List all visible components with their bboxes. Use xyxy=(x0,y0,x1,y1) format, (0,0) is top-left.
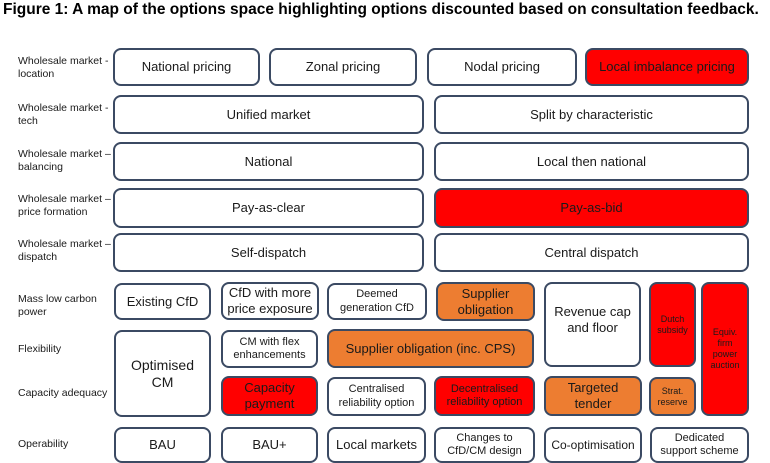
option-dutch-subsidy: Dutch subsidy xyxy=(649,282,696,367)
option-local-markets: Local markets xyxy=(327,427,426,463)
option-split-by-characteristic: Split by characteristic xyxy=(434,95,749,134)
row-label-dispatch: Wholesale market – dispatch xyxy=(18,238,111,263)
option-unified-market: Unified market xyxy=(113,95,424,134)
option-decentralised-reliability-option: Decentralised reliability option xyxy=(434,376,535,416)
option-centralised-reliability-option: Centralised reliability option xyxy=(327,377,426,416)
option-dedicated-support-scheme: Dedicated support scheme xyxy=(650,427,749,463)
option-targeted-tender: Targeted tender xyxy=(544,376,642,416)
option-existing-cfd: Existing CfD xyxy=(114,283,211,320)
figure-title: Figure 1: A map of the options space hig… xyxy=(3,1,759,18)
option-capacity-payment: Capacity payment xyxy=(221,376,318,416)
option-local-imbalance-pricing: Local imbalance pricing xyxy=(585,48,749,86)
row-label-flexibility: Flexibility xyxy=(18,343,62,355)
option-zonal-pricing: Zonal pricing xyxy=(269,48,417,86)
row-label-price-formation: Wholesale market – price formation xyxy=(18,193,111,218)
row-label-operability: Operability xyxy=(18,438,69,450)
option-pay-as-bid: Pay-as-bid xyxy=(434,188,749,228)
row-label-tech: Wholesale market - tech xyxy=(18,102,109,127)
option-local-then-national: Local then national xyxy=(434,142,749,181)
row-label-location: Wholesale market - location xyxy=(18,55,109,80)
option-strat-reserve: Strat. reserve xyxy=(649,377,696,416)
option-equiv-firm-power-auction: Equiv. firm power auction xyxy=(701,282,749,416)
option-supplier-obligation-cps: Supplier obligation (inc. CPS) xyxy=(327,329,534,368)
option-changes-cfd-cm-design: Changes to CfD/CM design xyxy=(434,427,535,463)
option-self-dispatch: Self-dispatch xyxy=(113,233,424,272)
row-label-balancing: Wholesale market – balancing xyxy=(18,148,111,173)
option-pay-as-clear: Pay-as-clear xyxy=(113,188,424,228)
row-label-capacity-adequacy: Capacity adequacy xyxy=(18,387,108,399)
option-national: National xyxy=(113,142,424,181)
option-revenue-cap-floor: Revenue cap and floor xyxy=(544,282,641,367)
option-optimised-cm: Optimised CM xyxy=(114,330,211,417)
option-nodal-pricing: Nodal pricing xyxy=(427,48,577,86)
option-bau-plus: BAU+ xyxy=(221,427,318,463)
option-central-dispatch: Central dispatch xyxy=(434,233,749,272)
row-label-mass-low-carbon: Mass low carbon power xyxy=(18,293,97,318)
option-national-pricing: National pricing xyxy=(113,48,260,86)
option-supplier-obligation: Supplier obligation xyxy=(436,282,535,321)
option-cfd-more-price-exposure: CfD with more price exposure xyxy=(221,282,319,320)
option-cm-flex-enhancements: CM with flex enhancements xyxy=(221,330,318,368)
option-co-optimisation: Co-optimisation xyxy=(544,427,642,463)
option-bau: BAU xyxy=(114,427,211,463)
option-deemed-generation-cfd: Deemed generation CfD xyxy=(327,283,427,320)
